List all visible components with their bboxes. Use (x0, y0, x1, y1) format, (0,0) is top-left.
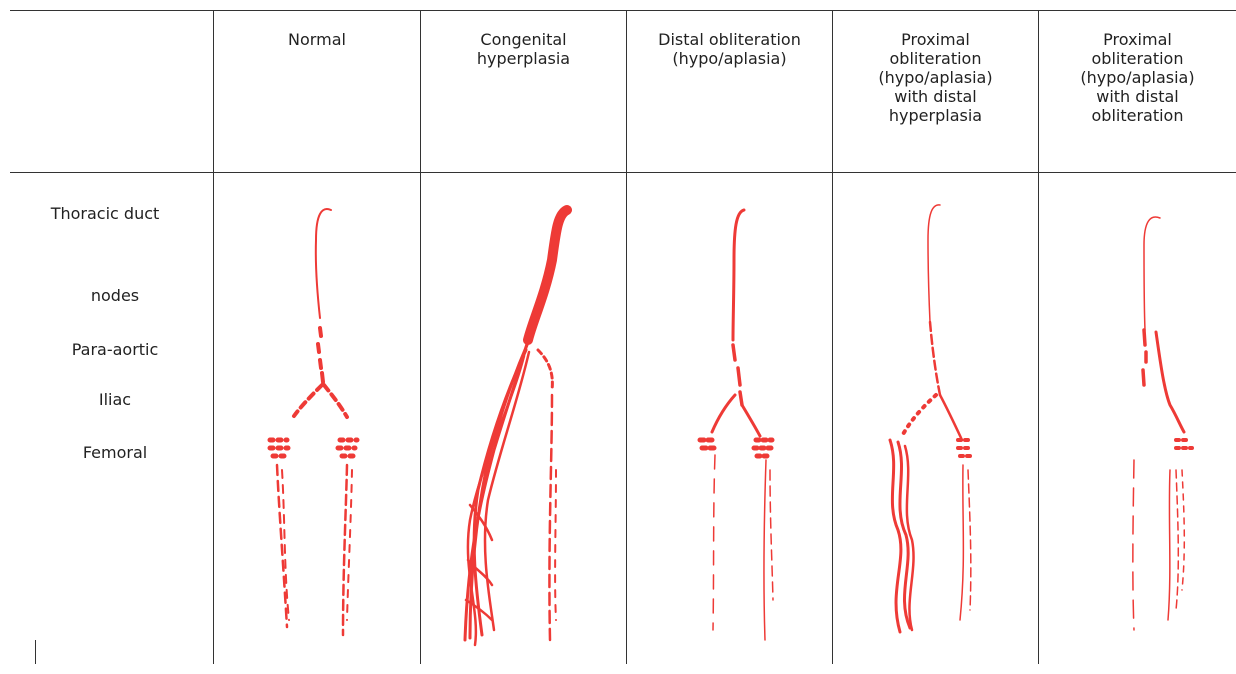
proximal-obliteration-distal-hyperplasia-drawing (890, 205, 972, 632)
proximal-obliteration-distal-obliteration-drawing (1133, 217, 1192, 630)
distal-obliteration-lymphatics-drawing (700, 210, 774, 640)
normal-lymphatics-drawing (270, 209, 357, 635)
congenital-hyperplasia-lymphatics-drawing (465, 210, 567, 645)
